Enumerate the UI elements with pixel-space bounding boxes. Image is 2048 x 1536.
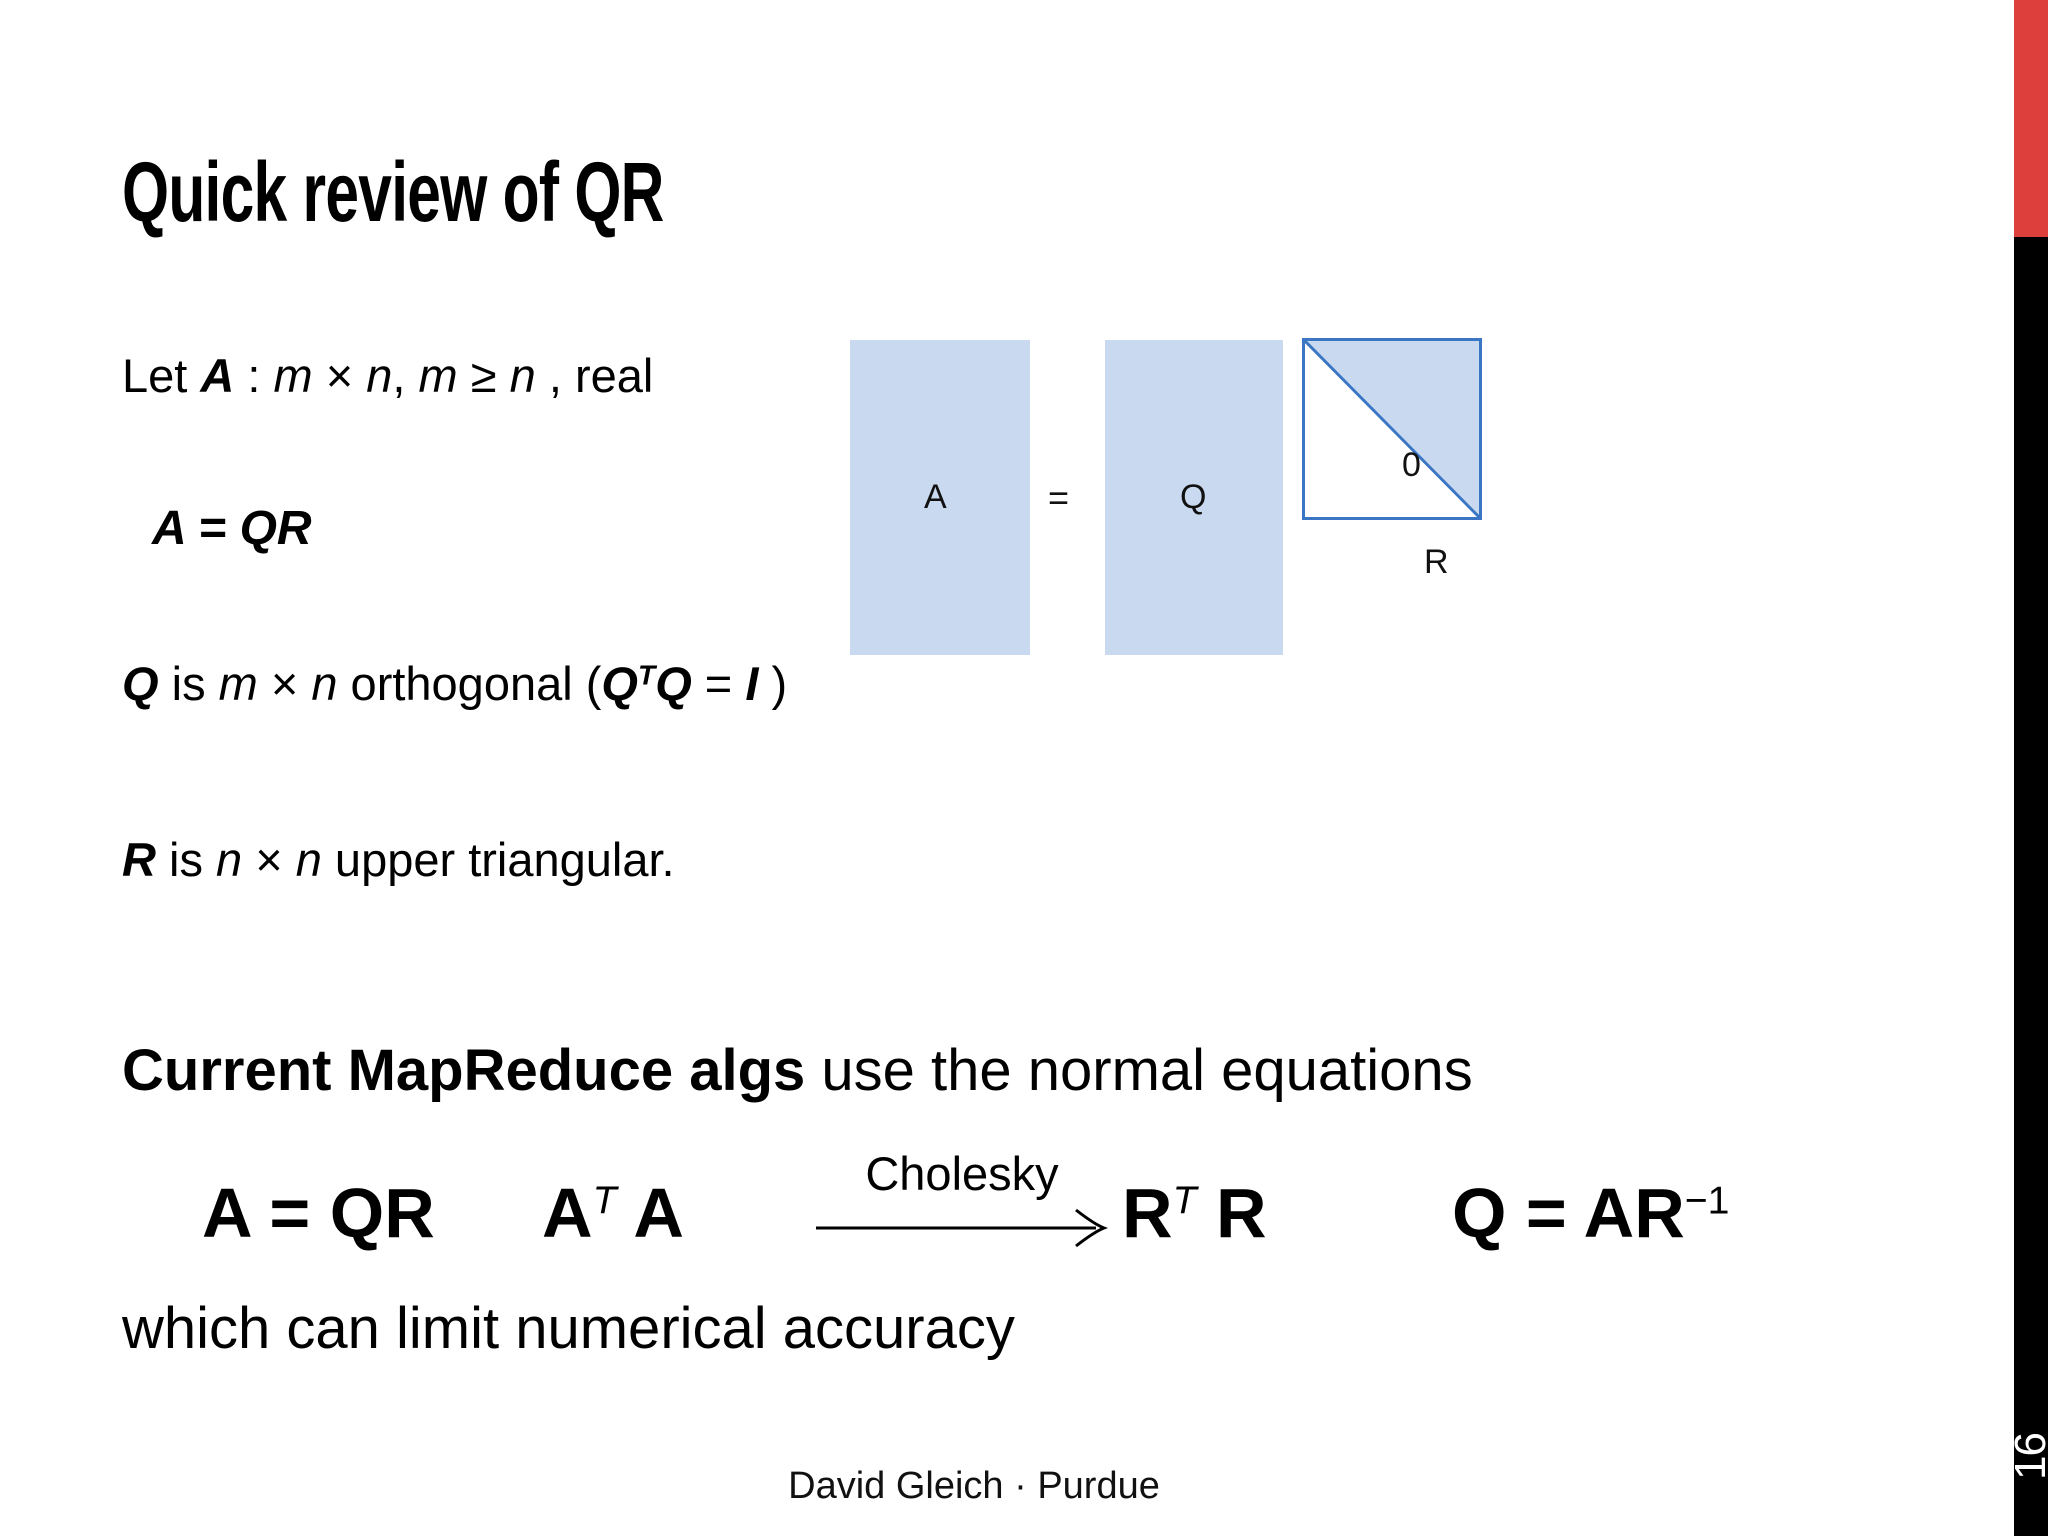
r-is: is: [155, 833, 217, 886]
q-n: n: [311, 657, 338, 710]
t1-eq: =: [249, 1174, 330, 1252]
diagram-label-equals: =: [1048, 477, 1070, 518]
identity-symbol: I: [745, 657, 759, 710]
r-n2: n: [295, 833, 322, 886]
statement-let-a: Let A : m × n, m ≥ n , real: [122, 352, 653, 399]
statement-mapreduce: Current MapReduce algs use the normal eq…: [122, 1042, 1473, 1100]
diagram-label-r: R: [1424, 543, 1449, 581]
lede-colon: :: [234, 349, 274, 402]
cholesky-arrow-group: Cholesky: [812, 1150, 1112, 1270]
q-times: ×: [257, 657, 312, 710]
term-a-equals-qr: A = QR: [202, 1178, 435, 1248]
t4-lhs: Q: [1452, 1174, 1507, 1252]
term-at-a: AT A: [542, 1178, 684, 1248]
q-equals: =: [691, 657, 746, 710]
lede-comma1: ,: [392, 349, 419, 402]
lede-m1: m: [273, 349, 313, 402]
q-m: m: [218, 657, 258, 710]
lede-n2: n: [509, 349, 536, 402]
page-title: Quick review of QR: [122, 145, 664, 239]
t3-base2: R: [1196, 1174, 1267, 1252]
t2-base1: A: [542, 1174, 593, 1252]
triangle-diagonal-icon: [1305, 341, 1479, 517]
edge-accent-bar-red: [2014, 0, 2048, 237]
statement-q-orthogonal: Q is m × n orthogonal (QTQ = I ): [122, 660, 787, 707]
cholesky-label: Cholesky: [865, 1147, 1059, 1200]
lede-prefix: Let: [122, 349, 201, 402]
q-orthogonal-word: orthogonal (: [337, 657, 602, 710]
matrix-block-q: [1105, 340, 1283, 655]
r-symbol: R: [122, 833, 156, 886]
q-symbol: Q: [122, 657, 159, 710]
term-q-equals-a-r-inverse: Q = AR−1: [1452, 1178, 1729, 1248]
right-arrow-icon: [816, 1208, 1109, 1248]
t4-inverse-sup: −1: [1684, 1179, 1730, 1223]
r-upper-text: upper triangular.: [321, 833, 675, 886]
t2-base2: A: [616, 1174, 684, 1252]
qr-matrix-diagram: A = Q 0 R: [850, 330, 1490, 660]
mapreduce-bold-part: Current MapReduce algs: [122, 1038, 806, 1103]
mapreduce-rest: use the normal equations: [805, 1038, 1473, 1103]
equation-a-equals-qr: A = QR: [152, 502, 312, 555]
lede-times1: ×: [312, 349, 367, 402]
statement-limit-accuracy: which can limit numerical accuracy: [122, 1296, 1015, 1361]
t1-rhs: QR: [329, 1174, 435, 1252]
t4-rhs: AR: [1583, 1174, 1685, 1252]
edge-accent-bar-black: [2014, 237, 2048, 1536]
diagram-label-a: A: [924, 478, 947, 516]
q-transpose-sup: T: [637, 658, 656, 691]
term-rt-r: RT R: [1122, 1178, 1267, 1248]
lede-n1: n: [366, 349, 393, 402]
r-n1: n: [216, 833, 243, 886]
diagram-label-zero: 0: [1402, 446, 1421, 484]
matrix-block-r: [1302, 338, 1482, 520]
lede-matrix-a: A: [200, 349, 235, 402]
statement-r-upper-triangular: R is n × n upper triangular.: [122, 836, 675, 883]
q-second: Q: [655, 657, 692, 710]
t3-base1: R: [1122, 1174, 1173, 1252]
lede-geq: ≥: [457, 349, 510, 402]
q-is: is: [158, 657, 219, 710]
footer-attribution: David Gleich · Purdue: [788, 1465, 1160, 1507]
lede-suffix: , real: [535, 349, 654, 402]
q-close-paren: ): [758, 657, 788, 710]
t4-eq: =: [1506, 1174, 1584, 1252]
t3-transpose-sup: T: [1172, 1179, 1197, 1223]
t2-transpose-sup: T: [592, 1179, 617, 1223]
lede-m2: m: [418, 349, 458, 402]
q-transpose-base: Q: [601, 657, 638, 710]
diagram-label-q: Q: [1180, 478, 1207, 516]
r-times: ×: [242, 833, 296, 886]
normal-equations-row: A = QR AT A Cholesky RT R Q = AR−1: [122, 1150, 1902, 1270]
matrix-block-a: [850, 340, 1030, 655]
t1-lhs: A: [202, 1174, 250, 1252]
